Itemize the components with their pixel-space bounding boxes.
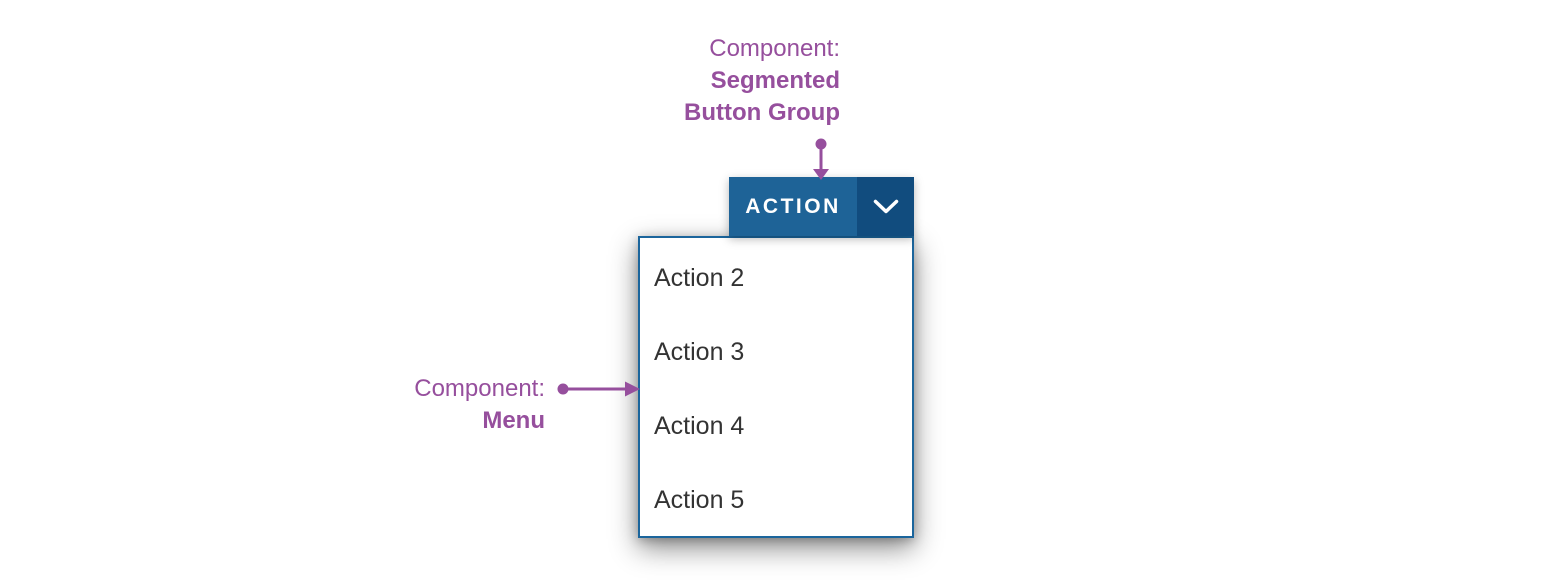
- menu-item[interactable]: Action 3: [654, 337, 745, 366]
- annotation-segmented-button-group: Component: Segmented Button Group: [684, 33, 840, 129]
- menu-item[interactable]: Action 2: [654, 263, 745, 292]
- menu-item[interactable]: Action 4: [654, 411, 745, 440]
- arrow-down-connector: [813, 138, 829, 180]
- segmented-button-group: ACTION: [729, 177, 914, 236]
- action-button[interactable]: ACTION: [729, 177, 857, 236]
- annotation-line: Menu: [482, 407, 545, 434]
- annotation-line: Button Group: [684, 99, 840, 126]
- chevron-down-icon: [873, 199, 898, 213]
- dropdown-menu: Action 2 Action 3 Action 4 Action 5: [638, 236, 914, 538]
- annotation-menu: Component: Menu: [414, 373, 545, 437]
- annotation-line: Component:: [709, 35, 840, 62]
- annotation-line: Segmented: [710, 67, 840, 94]
- dropdown-toggle-button[interactable]: [857, 177, 914, 236]
- menu-item[interactable]: Action 5: [654, 485, 745, 514]
- arrow-right-connector: [557, 381, 640, 397]
- annotation-line: Component:: [414, 375, 545, 402]
